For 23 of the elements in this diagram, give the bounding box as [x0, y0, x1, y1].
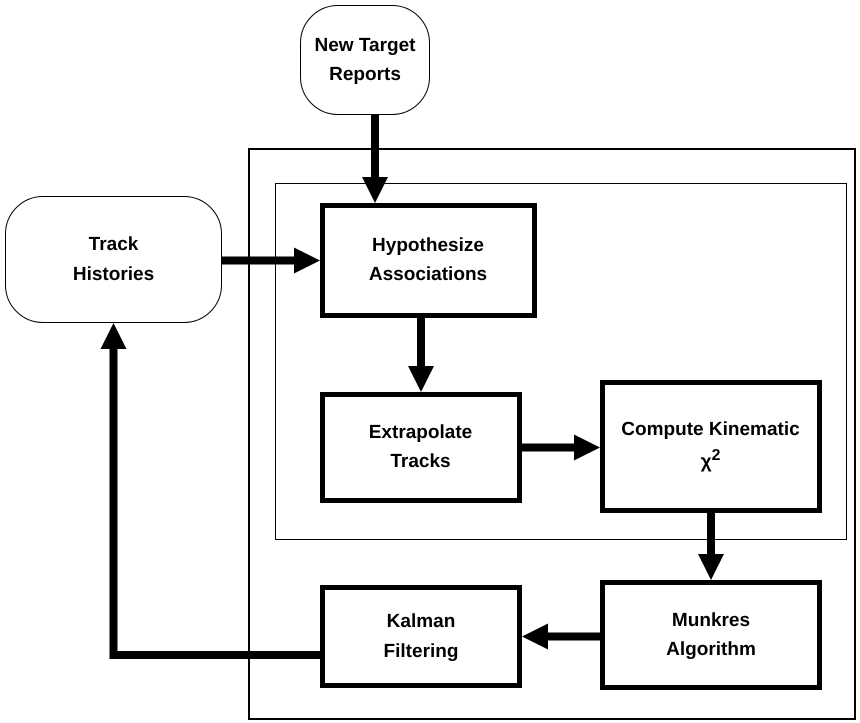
group-frame [248, 148, 856, 720]
process-box [600, 580, 822, 690]
arrow [362, 115, 388, 203]
arrow [698, 513, 724, 580]
node-label: Hypothesize Associations [368, 234, 488, 287]
node-label: Munkres Algorithm [665, 608, 757, 662]
arrow [408, 318, 434, 392]
node-label: Track Histories [72, 233, 156, 286]
group-frame [275, 183, 847, 540]
process-box [320, 585, 522, 688]
process-box [320, 202, 536, 318]
node-label: New Target Reports [313, 34, 416, 87]
arrow [522, 624, 600, 650]
node-label: Compute Kinematic χ$^{2}$ [620, 418, 801, 475]
terminal-box [300, 5, 430, 115]
process-box [600, 380, 822, 512]
terminal-box [5, 196, 222, 323]
node-label: Kalman Filtering [382, 610, 460, 664]
process-box [320, 392, 522, 502]
arrow [222, 248, 320, 274]
node-label: Extrapolate Tracks [368, 420, 474, 474]
arrow [100, 323, 320, 660]
arrow [522, 434, 600, 460]
